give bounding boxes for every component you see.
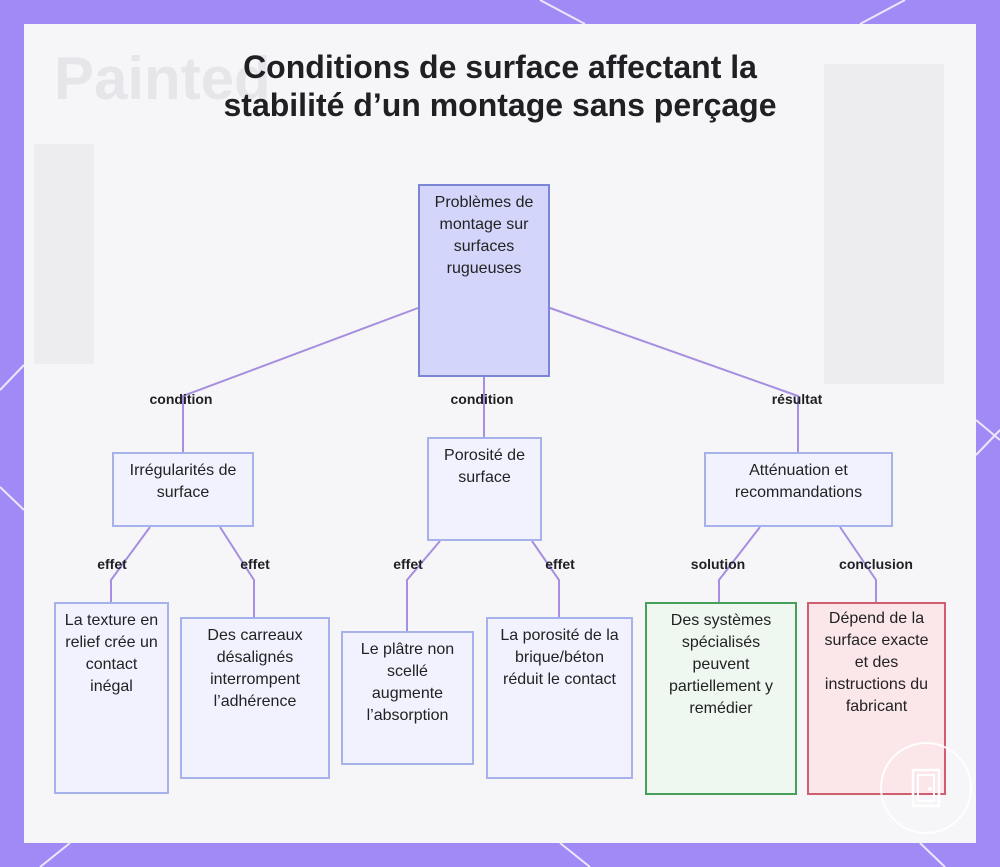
door-icon bbox=[880, 742, 972, 834]
node-root-problemes-montage: Problèmes de montage sur surfaces rugueu… bbox=[418, 184, 550, 377]
node-texture-relief: La texture en relief crée un contact iné… bbox=[54, 602, 169, 794]
edge-irregularites-texture bbox=[110, 526, 151, 602]
edge-root-irregularites bbox=[182, 307, 419, 452]
edge-label-effet: effet bbox=[240, 556, 270, 572]
diagram-title: Conditions de surface affectant la stabi… bbox=[0, 48, 1000, 124]
node-attenuation-recommandations: Atténuation et recommandations bbox=[704, 452, 893, 527]
edge-label-condition: condition bbox=[149, 391, 213, 407]
edge-label-resultat: résultat bbox=[771, 391, 823, 407]
node-systemes-specialises: Des systèmes spécialisés peuvent partiel… bbox=[645, 602, 797, 795]
node-irregularites-surface: Irrégularités de surface bbox=[112, 452, 254, 527]
edge-attenuation-depend bbox=[839, 526, 877, 602]
title-line-2: stabilité d’un montage sans perçage bbox=[223, 87, 777, 123]
node-porosite-brique: La porosité de la brique/béton réduit le… bbox=[486, 617, 633, 779]
edge-label-condition: condition bbox=[450, 391, 514, 407]
node-porosite-surface: Porosité de surface bbox=[427, 437, 542, 541]
background-shape bbox=[34, 144, 94, 364]
edge-attenuation-systemes bbox=[718, 526, 761, 602]
background-shape bbox=[824, 64, 944, 384]
edge-porosite-brique bbox=[531, 540, 560, 617]
edge-porosite-platre bbox=[406, 540, 441, 631]
edge-label-solution: solution bbox=[690, 556, 746, 572]
edge-label-effet: effet bbox=[97, 556, 127, 572]
edge-irregularites-carreaux bbox=[219, 526, 255, 617]
edge-root-attenuation bbox=[549, 307, 799, 452]
door-icon-glyph bbox=[911, 768, 941, 808]
edge-label-effet: effet bbox=[393, 556, 423, 572]
background-watermark-text: Painted bbox=[54, 45, 271, 112]
edge-label-effet: effet bbox=[545, 556, 575, 572]
edge-label-conclusion: conclusion bbox=[839, 556, 913, 572]
title-line-1: Conditions de surface affectant la bbox=[243, 49, 757, 85]
node-platre-non-scelle: Le plâtre non scellé augmente l’absorpti… bbox=[341, 631, 474, 765]
node-carreaux-desalignes: Des carreaux désalignés interrompent l’a… bbox=[180, 617, 330, 779]
